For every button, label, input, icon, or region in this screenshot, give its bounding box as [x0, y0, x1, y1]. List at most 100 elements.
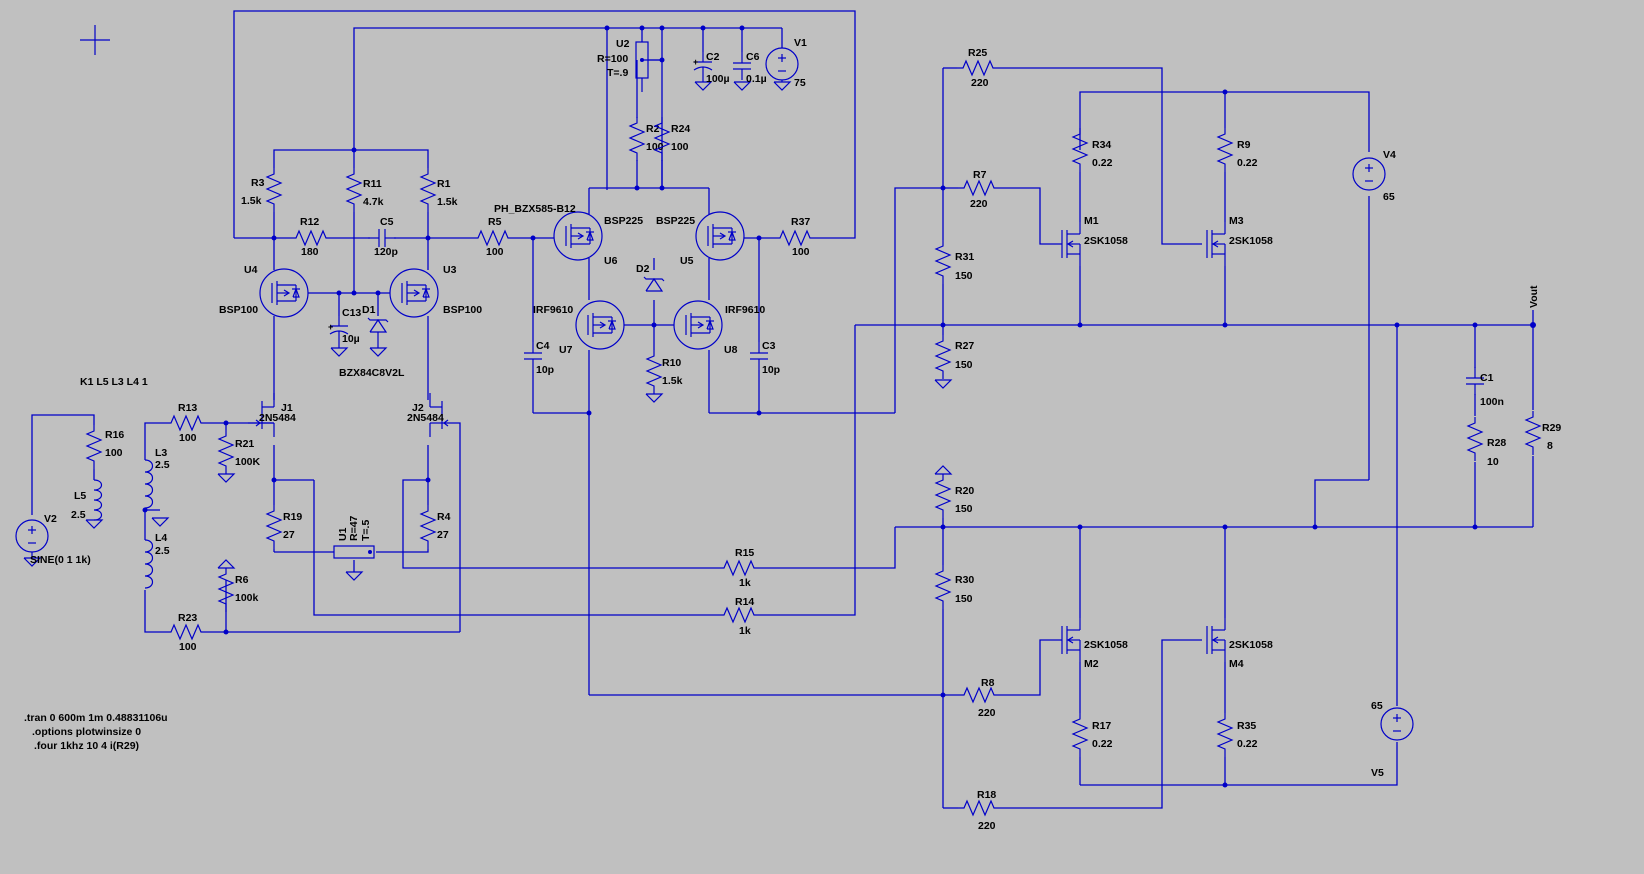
- l3-value: 2.5: [155, 459, 170, 471]
- mosfet-m3[interactable]: [1206, 221, 1226, 267]
- resistor-r28[interactable]: [1467, 416, 1483, 462]
- r12-value: 180: [301, 246, 319, 258]
- potentiometer-u1[interactable]: [333, 545, 375, 559]
- source-v4[interactable]: [1352, 157, 1386, 191]
- r20-label: R20: [955, 485, 974, 497]
- v5-value: 65: [1371, 700, 1383, 712]
- r9-value: 0.22: [1237, 157, 1258, 169]
- resistor-r35[interactable]: [1217, 712, 1233, 758]
- mosfet-u7[interactable]: [575, 300, 625, 350]
- r1-label: R1: [437, 178, 451, 190]
- c4-value: 10p: [536, 364, 554, 376]
- ground-icon: [773, 81, 791, 91]
- resistor-r27[interactable]: [935, 334, 951, 380]
- u2-label: U2: [616, 38, 630, 50]
- resistor-r4[interactable]: [420, 504, 436, 550]
- capacitor-c13[interactable]: +: [328, 316, 349, 348]
- mosfet-m2[interactable]: [1061, 617, 1081, 663]
- resistor-r13[interactable]: [164, 415, 210, 431]
- jfet-j2[interactable]: [429, 393, 449, 437]
- resistor-r2[interactable]: [629, 116, 645, 162]
- r25-label: R25: [968, 47, 987, 59]
- j2-label: J2: [412, 402, 424, 414]
- resistor-r11[interactable]: [346, 167, 362, 213]
- r5-value: 100: [486, 246, 504, 258]
- u7-part: IRF9610: [533, 304, 573, 316]
- mosfet-m1[interactable]: [1061, 221, 1081, 267]
- u7-label: U7: [559, 344, 573, 356]
- j1-part: 2N5484: [259, 412, 296, 424]
- c1-label: C1: [1480, 372, 1494, 384]
- r10-label: R10: [662, 357, 681, 369]
- tran-directive[interactable]: .tran 0 600m 1m 0.48831106u: [24, 712, 168, 724]
- source-v1[interactable]: [765, 47, 799, 81]
- resistor-r5[interactable]: [471, 230, 517, 246]
- r12-label: R12: [300, 216, 319, 228]
- resistor-r8[interactable]: [957, 687, 1003, 703]
- r14-label: R14: [735, 596, 754, 608]
- mosfet-u5[interactable]: [695, 211, 745, 261]
- r3-value: 1.5k: [241, 195, 262, 207]
- resistor-r25[interactable]: [956, 60, 1002, 76]
- capacitor-c5[interactable]: [367, 228, 397, 248]
- resistor-r21[interactable]: [218, 429, 234, 475]
- r11-value: 4.7k: [363, 196, 384, 208]
- ground-icon: [217, 559, 235, 569]
- zener-d2[interactable]: [643, 276, 665, 292]
- r31-value: 150: [955, 270, 973, 282]
- source-v5[interactable]: [1380, 707, 1414, 741]
- d1-part: BZX84C8V2L: [339, 367, 405, 379]
- resistor-r37[interactable]: [773, 230, 819, 246]
- mosfet-u6[interactable]: [553, 211, 603, 261]
- u3-label: U3: [443, 264, 457, 276]
- resistor-r16[interactable]: [86, 424, 102, 470]
- mosfet-m4[interactable]: [1206, 617, 1226, 663]
- mosfet-u8[interactable]: [673, 300, 723, 350]
- c13-value: 10µ: [342, 333, 360, 345]
- capacitor-c2[interactable]: +: [693, 52, 713, 82]
- resistor-r30[interactable]: [935, 564, 951, 610]
- resistor-r17[interactable]: [1072, 712, 1088, 758]
- u4-part: BSP100: [219, 304, 258, 316]
- mosfet-u3[interactable]: [389, 268, 439, 318]
- m3-part: 2SK1058: [1229, 235, 1273, 247]
- r28-label: R28: [1487, 437, 1506, 449]
- resistor-r20[interactable]: [935, 473, 951, 519]
- v1-label: V1: [794, 37, 807, 49]
- v2-value: SINE(0 1 1k): [30, 554, 91, 566]
- resistor-r9[interactable]: [1217, 127, 1233, 173]
- resistor-r3[interactable]: [266, 167, 282, 213]
- resistor-r12[interactable]: [289, 230, 335, 246]
- u1-resistance: R=47: [348, 515, 360, 541]
- resistor-r18[interactable]: [957, 800, 1003, 816]
- four-directive[interactable]: .four 1khz 10 4 i(R29): [34, 740, 139, 752]
- resistor-r19[interactable]: [266, 504, 282, 550]
- resistor-r29[interactable]: [1525, 410, 1541, 456]
- inductor-l3[interactable]: [144, 459, 154, 509]
- ground-icon: [151, 517, 169, 527]
- resistor-r14[interactable]: [717, 607, 763, 623]
- ground-icon: [369, 347, 387, 357]
- resistor-r15[interactable]: [717, 560, 763, 576]
- inductor-l5[interactable]: [93, 479, 103, 521]
- l5-label: L5: [74, 490, 86, 502]
- inductor-l4[interactable]: [144, 539, 154, 589]
- r25-value: 220: [971, 77, 989, 89]
- resistor-r7[interactable]: [957, 180, 1003, 196]
- mosfet-u4[interactable]: [259, 268, 309, 318]
- resistor-r31[interactable]: [935, 239, 951, 285]
- r35-label: R35: [1237, 720, 1256, 732]
- l4-value: 2.5: [155, 545, 170, 557]
- u6-part: BSP225: [604, 215, 643, 227]
- resistor-r1[interactable]: [420, 167, 436, 213]
- r17-label: R17: [1092, 720, 1111, 732]
- options-directive[interactable]: .options plotwinsize 0: [32, 726, 141, 738]
- resistor-r10[interactable]: [646, 349, 662, 395]
- resistor-r23[interactable]: [164, 624, 210, 640]
- d2-part: PH_BZX585-B12: [494, 203, 576, 215]
- r30-value: 150: [955, 593, 973, 605]
- zener-d1[interactable]: [367, 317, 389, 333]
- potentiometer-u2[interactable]: [635, 41, 662, 92]
- u2-resistance: R=100: [597, 53, 628, 65]
